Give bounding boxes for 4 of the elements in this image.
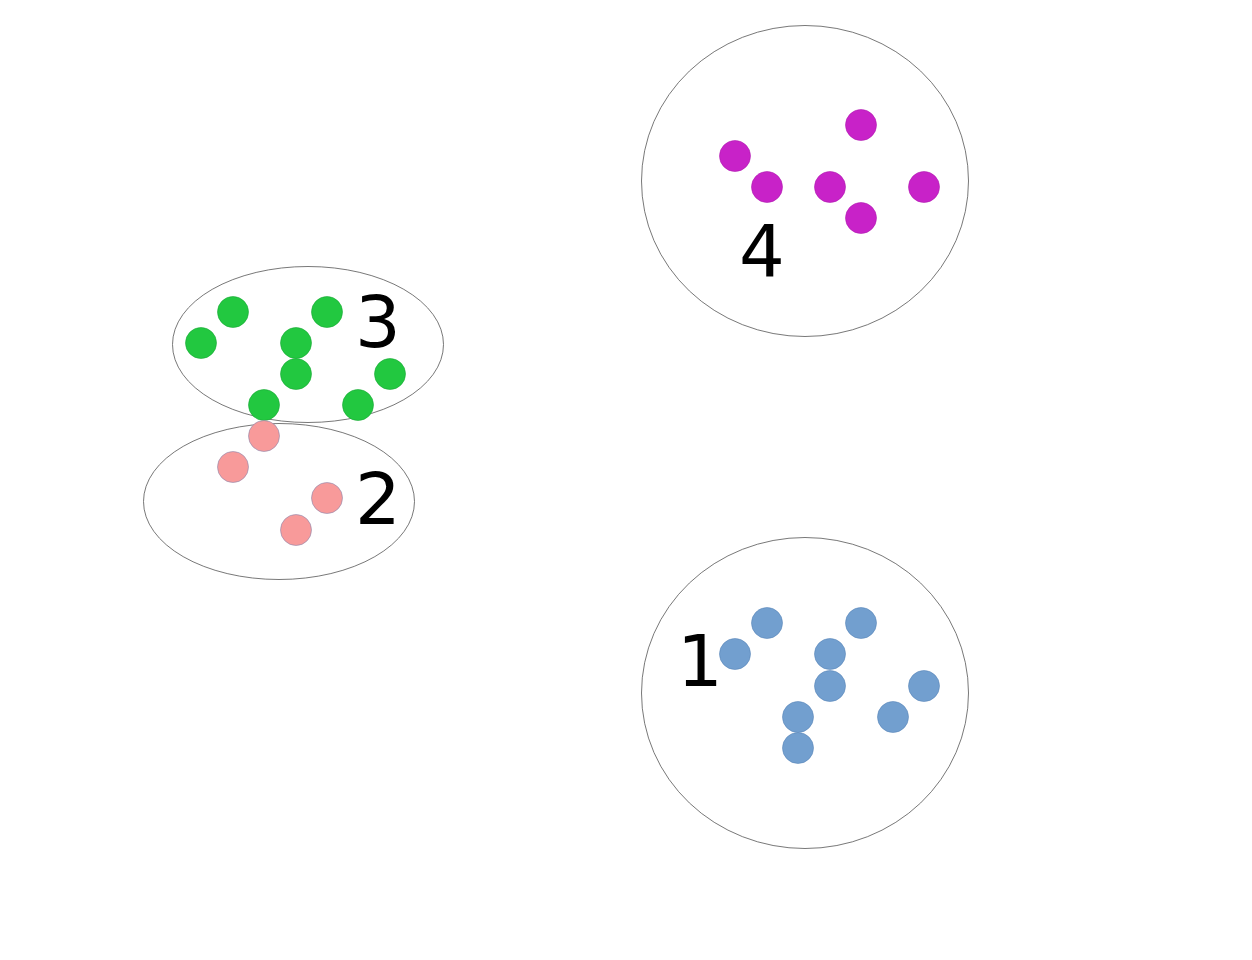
cluster-number: 3 bbox=[355, 286, 401, 358]
cluster-number: 4 bbox=[739, 215, 785, 287]
cluster-number: 1 bbox=[677, 625, 723, 697]
cluster-number: 2 bbox=[355, 463, 401, 535]
